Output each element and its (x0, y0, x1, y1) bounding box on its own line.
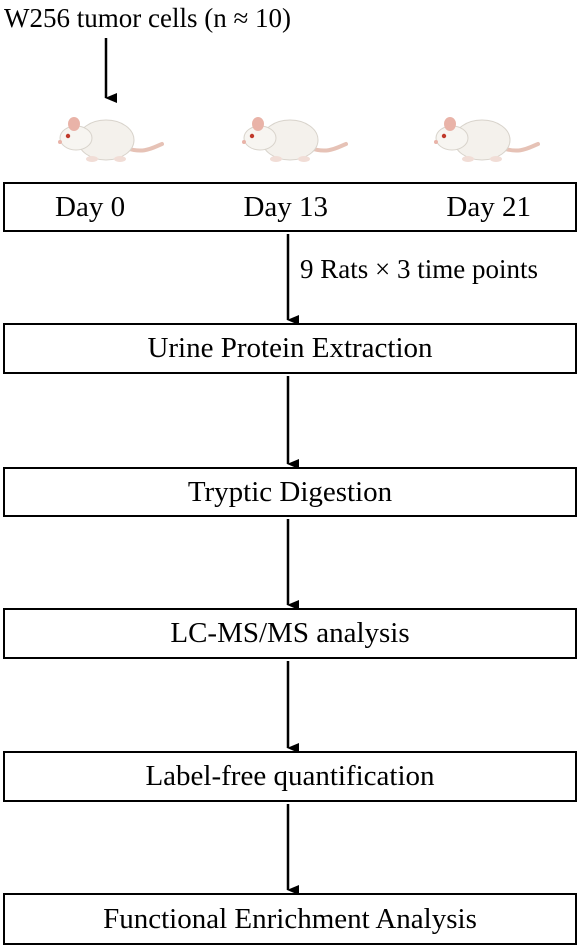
step-label: Tryptic Digestion (187, 475, 393, 508)
step-functional-enrichment-analysis: Functional Enrichment Analysis (3, 893, 577, 945)
step-label: Label-free quantification (145, 760, 435, 792)
step-label: LC-MS/MS analysis (170, 617, 410, 649)
step-label-free-quantification: Label-free quantification (3, 751, 577, 802)
sampling-note: 9 Rats × 3 time points (300, 254, 538, 284)
timepoint-day-0: Day 0 (55, 190, 126, 223)
step-urine-protein-extraction: Urine Protein Extraction (3, 323, 577, 374)
rat-icon (242, 117, 348, 162)
step-lc-ms-ms-analysis: LC-MS/MS analysis (3, 608, 577, 659)
injection-label: W256 tumor cells (n ≈ 10) (4, 3, 292, 33)
timepoints-box: Day 0 Day 13 Day 21 (3, 182, 577, 232)
timepoint-day-21: Day 21 (446, 190, 531, 223)
step-tryptic-digestion: Tryptic Digestion (3, 467, 577, 517)
rat-icon (434, 117, 540, 162)
step-label: Urine Protein Extraction (147, 332, 433, 364)
rat-icon (58, 117, 164, 162)
timepoint-day-13: Day 13 (243, 190, 329, 223)
step-label: Functional Enrichment Analysis (103, 902, 477, 935)
